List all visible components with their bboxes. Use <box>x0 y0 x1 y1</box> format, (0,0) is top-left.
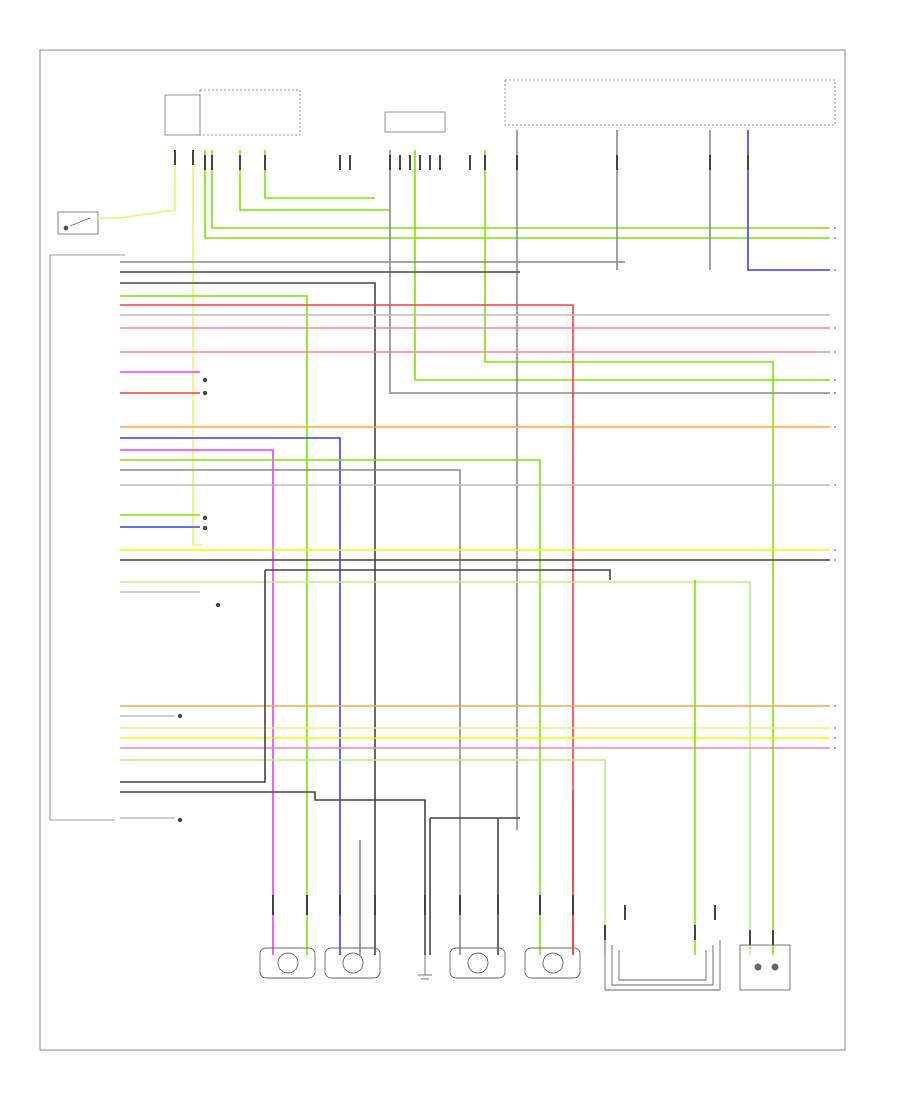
wire-yellow-2 <box>192 148 203 546</box>
switch-top-left <box>57 211 99 235</box>
yaw-sensor <box>739 944 791 991</box>
wire-row-magenta-13 <box>120 449 274 955</box>
steering-sensor <box>604 940 721 991</box>
wire-green-1 <box>204 150 830 239</box>
connector-block-3 <box>384 111 446 133</box>
wire-blue-1 <box>747 130 830 271</box>
connector-block-1 <box>164 94 201 136</box>
top-connector-group <box>164 79 836 136</box>
connector-block-2 <box>199 89 301 136</box>
ground-point <box>418 955 432 980</box>
right-terminals <box>834 227 836 749</box>
wire-row-black-30 <box>120 570 266 783</box>
wire-row-black-31 <box>120 791 426 955</box>
wire-green-2 <box>211 150 830 229</box>
wheel-sensor-4 <box>524 947 581 979</box>
wire-row-green-29 <box>120 759 606 955</box>
wire-row-gray-15 <box>120 469 461 955</box>
splice-points <box>177 377 221 823</box>
wire-harness <box>98 130 830 955</box>
wire-row-green-4 <box>120 295 308 955</box>
wire-row-blue-12 <box>120 437 341 955</box>
connector-block-4 <box>504 79 836 126</box>
top-pins <box>174 150 749 170</box>
control-module-outline <box>49 254 125 821</box>
wire-row-black-21 <box>265 569 611 580</box>
wire-gray-4 <box>389 150 830 394</box>
wire-green-5 <box>414 150 830 381</box>
diagram-border <box>39 49 846 1051</box>
wire-row-red-5 <box>120 304 574 955</box>
bottom-components <box>259 940 791 991</box>
wire-green-4 <box>264 150 375 199</box>
wheel-sensor-3 <box>449 947 506 979</box>
wire-yellow-1 <box>98 148 176 219</box>
wire-green-3 <box>239 150 390 211</box>
wheel-sensor-1 <box>259 947 316 979</box>
wheel-sensor-2 <box>324 947 381 979</box>
wire-row-green-14 <box>120 459 541 955</box>
wire-row-green-22 <box>120 581 751 955</box>
wire-row-black-3 <box>120 282 376 955</box>
wire-green-6 <box>484 150 774 955</box>
bottom-pins <box>272 895 774 945</box>
